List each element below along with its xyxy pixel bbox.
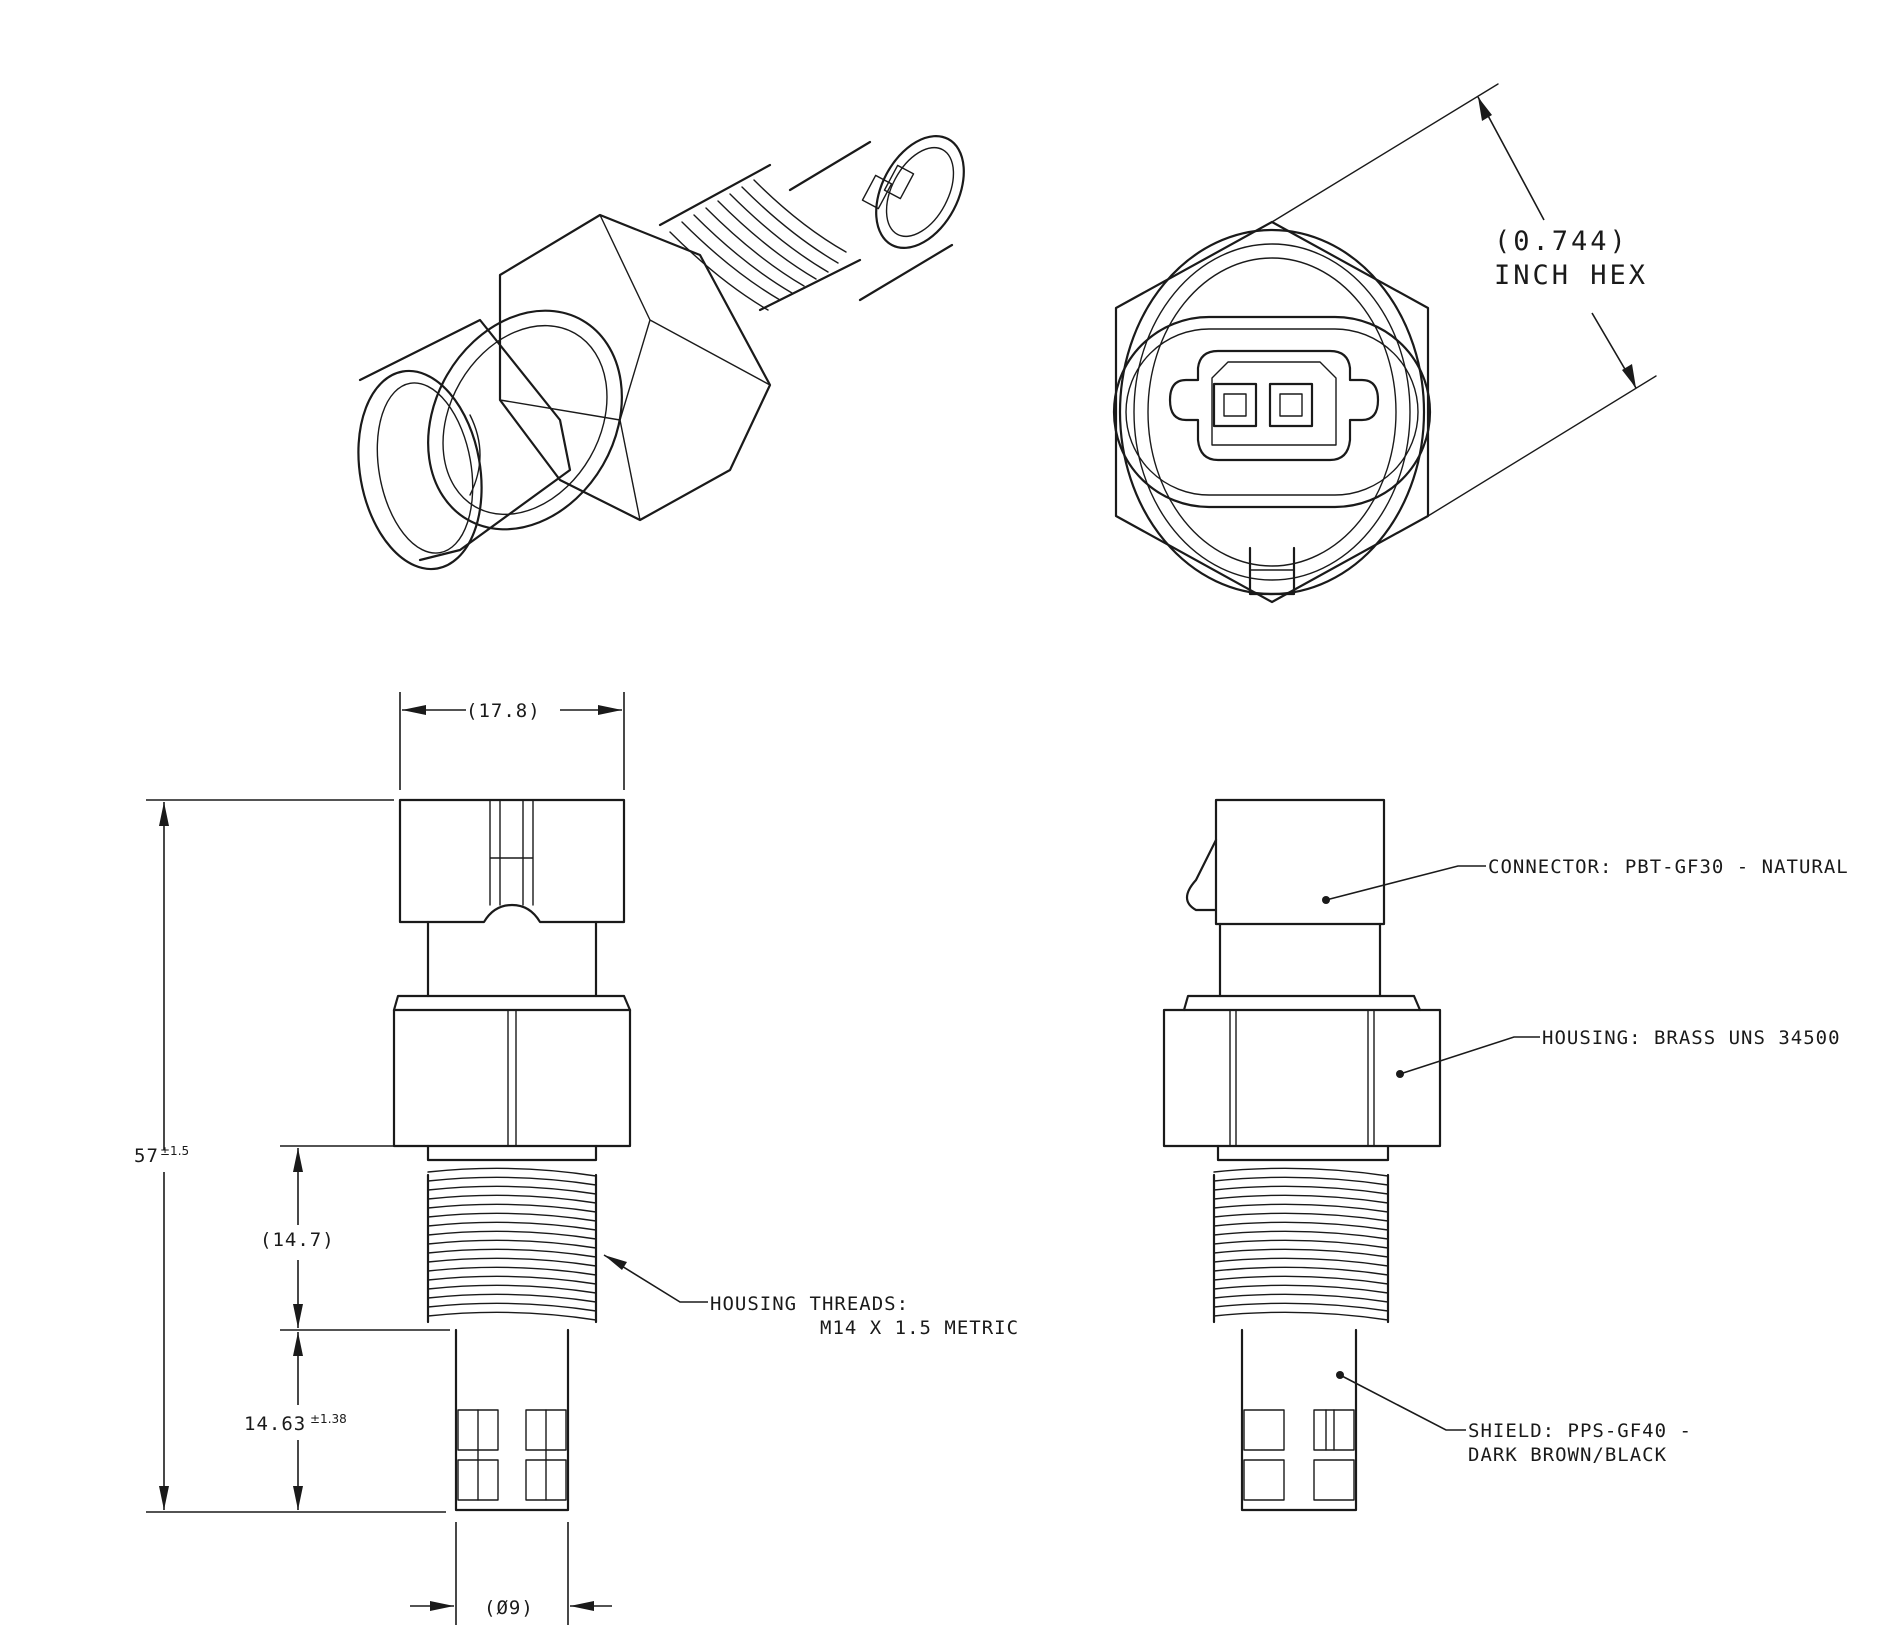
thread-length-label: (14.7) [260, 1229, 335, 1251]
thread-line [427, 1266, 597, 1276]
hex-size-label: (0.744) [1494, 226, 1629, 257]
thread-line [1213, 1176, 1389, 1186]
thread-line [427, 1176, 597, 1186]
thread-line [1213, 1293, 1389, 1303]
thread-line [1213, 1239, 1389, 1249]
thread-line [1213, 1203, 1389, 1213]
isometric-view [357, 135, 965, 571]
overall-length-label: 57 [134, 1145, 159, 1167]
thread-line [427, 1275, 597, 1285]
thread-line [427, 1194, 597, 1204]
thread-line [1213, 1194, 1389, 1204]
thread-line [427, 1221, 597, 1231]
thread-line [1213, 1275, 1389, 1285]
shield-callout-line2: DARK BROWN/BLACK [1468, 1444, 1667, 1466]
thread-line [427, 1284, 597, 1294]
thread-line [427, 1185, 597, 1195]
hex-unit-label: INCH HEX [1494, 260, 1648, 291]
end-view [1112, 83, 1657, 604]
thread-line [1213, 1311, 1389, 1321]
thread-line [1213, 1185, 1389, 1195]
threads-callout-line1: HOUSING THREADS: [710, 1293, 909, 1315]
connector-callout: CONNECTOR: PBT-GF30 - NATURAL [1488, 856, 1849, 878]
thread-line [427, 1203, 597, 1213]
thread-line [427, 1239, 597, 1249]
housing-callout: HOUSING: BRASS UNS 34500 [1542, 1027, 1841, 1049]
thread-line [427, 1311, 597, 1321]
side-view [1162, 798, 1540, 1512]
thread-line [427, 1293, 597, 1303]
thread-line [427, 1230, 597, 1240]
threads-callout-line2: M14 X 1.5 METRIC [820, 1317, 1019, 1339]
shield-callout-line1: SHIELD: PPS-GF40 - [1468, 1420, 1692, 1442]
front-view [146, 692, 708, 1625]
thread-line [1213, 1248, 1389, 1258]
thread-line [427, 1167, 597, 1177]
probe-length-label: 14.63 [244, 1413, 306, 1435]
probe-diameter-label: (Ø9) [484, 1597, 534, 1619]
thread-line [1213, 1266, 1389, 1276]
thread-line [1213, 1167, 1389, 1177]
thread-line [1213, 1284, 1389, 1294]
thread-line [1213, 1221, 1389, 1231]
thread-line [427, 1302, 597, 1312]
thread-line [1213, 1212, 1389, 1222]
thread-line [1213, 1302, 1389, 1312]
thread-line [427, 1257, 597, 1267]
thread-line [427, 1248, 597, 1258]
thread-line [1213, 1257, 1389, 1267]
thread-line [427, 1212, 597, 1222]
probe-length-tolerance: ±1.38 [310, 1412, 347, 1426]
connector-width-label: (17.8) [466, 700, 541, 722]
overall-length-tolerance: ±1.5 [160, 1144, 189, 1158]
thread-line [1213, 1230, 1389, 1240]
